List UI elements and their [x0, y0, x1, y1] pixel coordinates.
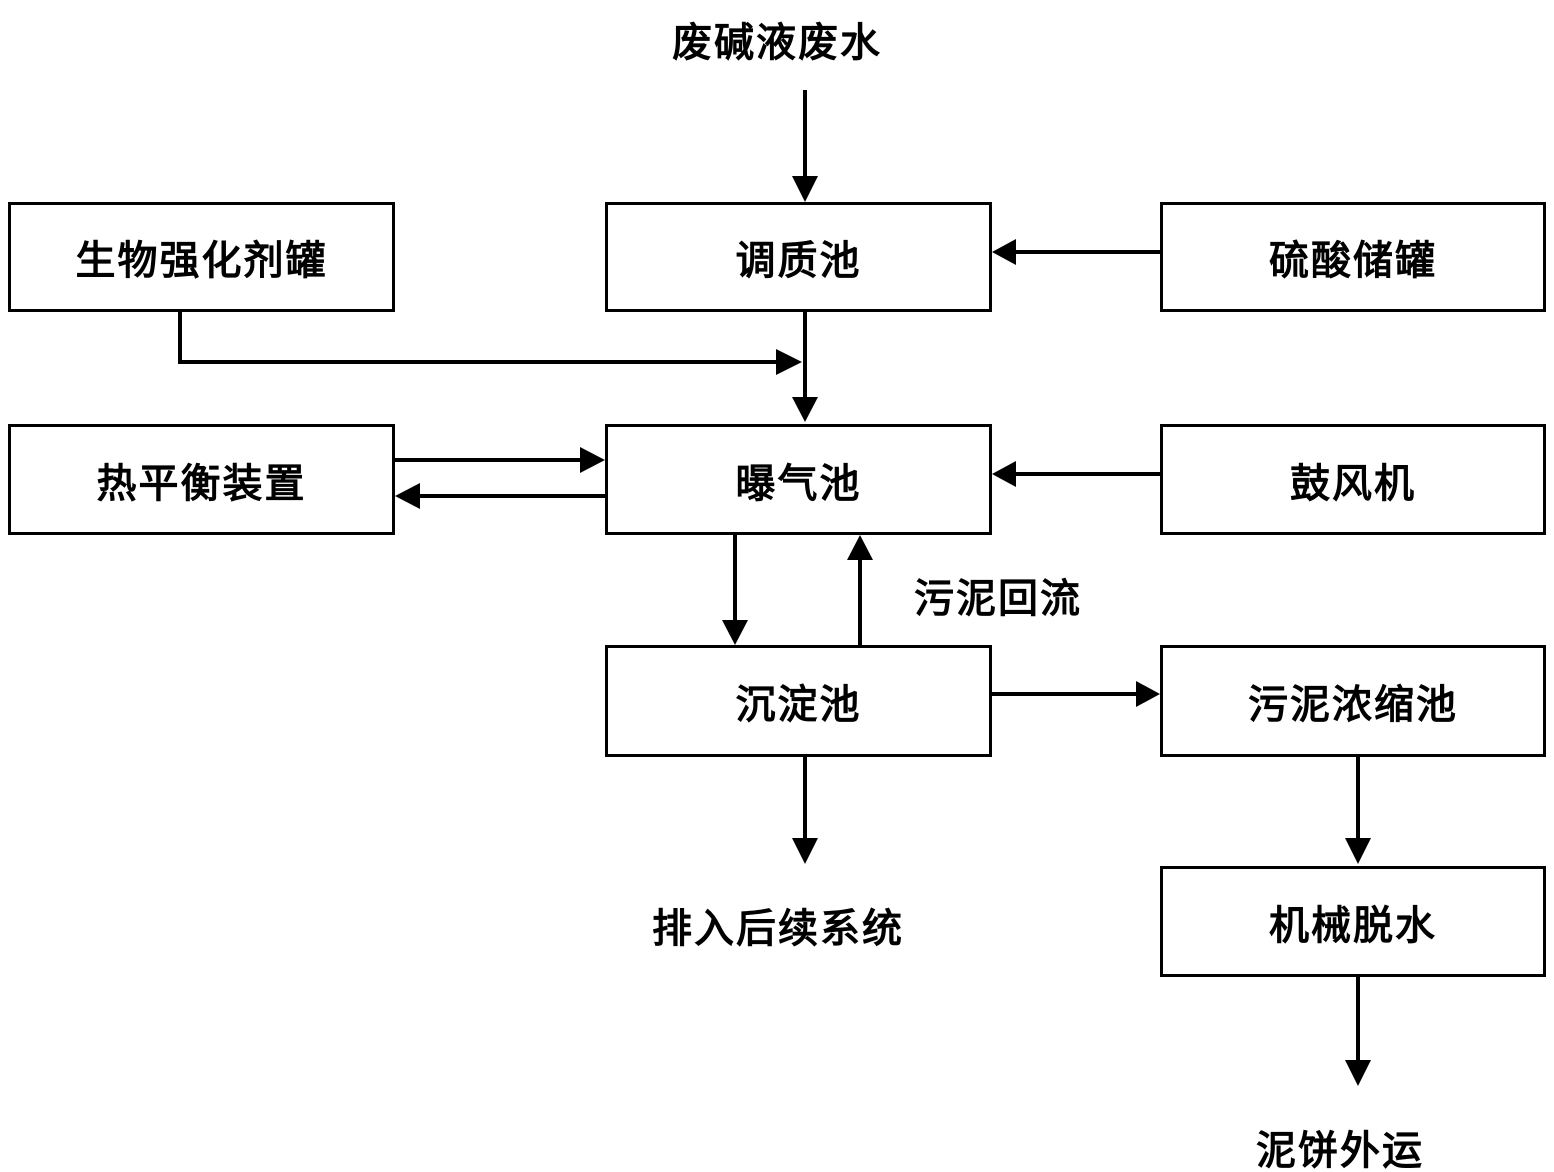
bio-enhancer-tank-box: 生物强化剂罐: [8, 202, 395, 312]
arrow-bio-to-main: [178, 312, 780, 364]
sulfuric-acid-tank-box: 硫酸储罐: [1160, 202, 1546, 312]
discharge-label: 排入后续系统: [652, 906, 904, 952]
arrowhead-blower: [992, 461, 1016, 487]
arrowhead-sludge-return: [847, 535, 873, 560]
arrowhead-sulfuric: [992, 239, 1016, 265]
aeration-tank-box: 曝气池: [605, 424, 992, 535]
arrowhead-bio: [776, 349, 802, 375]
heat-balance-box: 热平衡装置: [8, 424, 395, 535]
sludge-return-label: 污泥回流: [914, 576, 1082, 622]
arrowhead-inlet: [792, 176, 818, 202]
arrowhead-thickener: [1345, 838, 1371, 864]
arrowhead-aeration-to-settling: [722, 620, 748, 645]
conditioning-tank-box: 调质池: [605, 202, 992, 312]
inlet-label: 废碱液废水: [672, 20, 882, 66]
arrowhead-settling-to-thickener: [1136, 681, 1160, 707]
arrowhead-discharge: [792, 838, 818, 864]
arrowhead-cake: [1345, 1060, 1371, 1086]
arrowhead-conditioning: [792, 397, 818, 422]
arrowhead-heat-to-aeration: [580, 447, 605, 473]
cake-out-label: 泥饼外运: [1256, 1128, 1424, 1172]
sludge-thickener-box: 污泥浓缩池: [1160, 645, 1546, 757]
settling-tank-box: 沉淀池: [605, 645, 992, 757]
mechanical-dewatering-box: 机械脱水: [1160, 866, 1546, 977]
blower-box: 鼓风机: [1160, 424, 1546, 535]
arrowhead-aeration-to-heat: [395, 483, 420, 509]
